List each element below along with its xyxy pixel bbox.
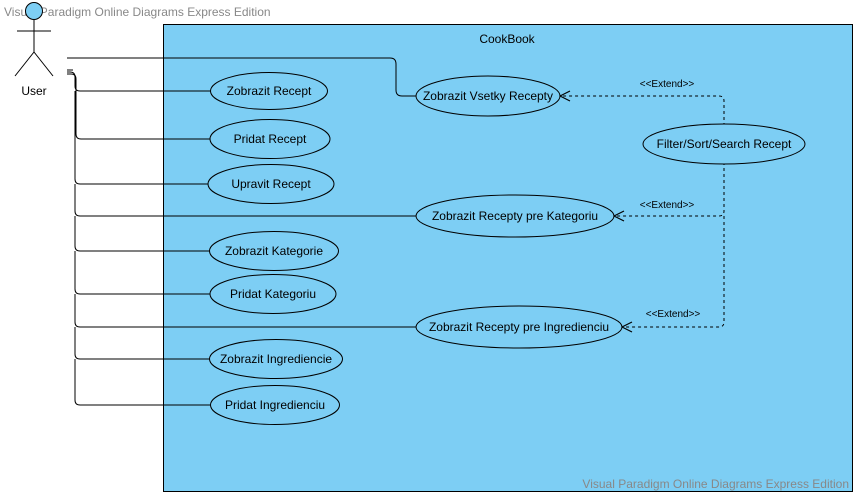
use-case-shape (209, 274, 337, 314)
extend-to-zobrazit-recepty-kategoriu (614, 162, 725, 216)
use-case-label: Zobrazit Kategorie (225, 244, 323, 258)
use-case-label: Pridat Kategoriu (230, 287, 316, 301)
use-case-zobrazit-vsetky-recepty[interactable]: Zobrazit Vsetky Recepty (415, 75, 561, 117)
use-case-zobrazit-ingrediencie[interactable]: Zobrazit Ingrediencie (209, 339, 343, 379)
use-case-zobrazit-kategorie[interactable]: Zobrazit Kategorie (209, 231, 339, 271)
actor-label: User (21, 84, 46, 98)
use-case-label: Zobrazit Vsetky Recepty (423, 89, 553, 103)
use-case-shape (415, 194, 615, 238)
use-case-shape (209, 339, 343, 379)
use-case-zobrazit-recepty-kategoriu[interactable]: Zobrazit Recepty pre Kategoriu (415, 194, 615, 238)
use-case-label: Zobrazit Recepty pre Ingredienciu (429, 320, 609, 334)
use-case-label: Upravit Recept (231, 177, 311, 191)
association-zobrazit-vsetky-recepty (67, 57, 416, 97)
use-case-label: Pridat Recept (234, 132, 307, 146)
use-case-pridat-recept[interactable]: Pridat Recept (209, 119, 331, 159)
use-case-shape (210, 385, 340, 425)
use-case-zobrazit-recepty-ingredienciu[interactable]: Zobrazit Recepty pre Ingredienciu (415, 305, 623, 349)
actor-right-leg (33, 51, 54, 77)
use-case-filter-sort-search-recept[interactable]: Filter/Sort/Search Recept (642, 123, 806, 165)
extend-relationships (560, 96, 725, 327)
use-case-zobrazit-recept[interactable]: Zobrazit Recept (210, 72, 328, 110)
association-zobrazit-recepty-ingredienciu (74, 294, 416, 328)
system-title: CookBook (479, 32, 535, 46)
associations (67, 57, 416, 406)
extend-to-zobrazit-recepty-ingredienciu (622, 216, 725, 327)
use-case-pridat-ingredienciu[interactable]: Pridat Ingredienciu (210, 385, 340, 425)
use-case-shape (209, 231, 339, 271)
extend-label-vsetky: <<Extend>> (640, 79, 695, 90)
watermark-top: Visual Paradigm Online Diagrams Express … (4, 5, 271, 19)
association-zobrazit-ingrediencie (74, 327, 210, 360)
association-pridat-kategoriu (74, 251, 210, 295)
use-case-label: Zobrazit Recept (227, 84, 312, 98)
use-case-shape (209, 119, 331, 159)
association-pridat-ingredienciu (74, 359, 211, 406)
use-case-label: Zobrazit Recepty pre Kategoriu (432, 209, 598, 223)
use-case-shape (207, 164, 335, 204)
use-case-upravit-recept[interactable]: Upravit Recept (207, 164, 335, 204)
actor-left-leg (14, 51, 35, 77)
actor-head (25, 2, 43, 20)
association-pridat-recept (67, 73, 211, 140)
use-case-label: Pridat Ingredienciu (225, 398, 325, 412)
association-zobrazit-recept (67, 71, 211, 92)
use-case-shape (642, 123, 806, 165)
use-case-label: Zobrazit Ingrediencie (220, 352, 332, 366)
extend-label-ingredienciu: <<Extend>> (646, 309, 701, 320)
actor-user[interactable] (14, 2, 54, 77)
use-case-shape (415, 305, 623, 349)
use-case-label: Filter/Sort/Search Recept (657, 137, 792, 151)
association-upravit-recept (74, 91, 208, 185)
extend-label-kategoriu: <<Extend>> (640, 200, 695, 211)
use-case-pridat-kategoriu[interactable]: Pridat Kategoriu (209, 274, 337, 314)
extend-to-zobrazit-vsetky-recepty (560, 96, 725, 126)
association-zobrazit-kategorie (74, 216, 210, 252)
use-case-shape (210, 72, 328, 110)
use-case-shape (415, 75, 561, 117)
watermark-bottom: Visual Paradigm Online Diagrams Express … (582, 477, 849, 491)
association-zobrazit-recepty-kategoriu (74, 184, 416, 217)
